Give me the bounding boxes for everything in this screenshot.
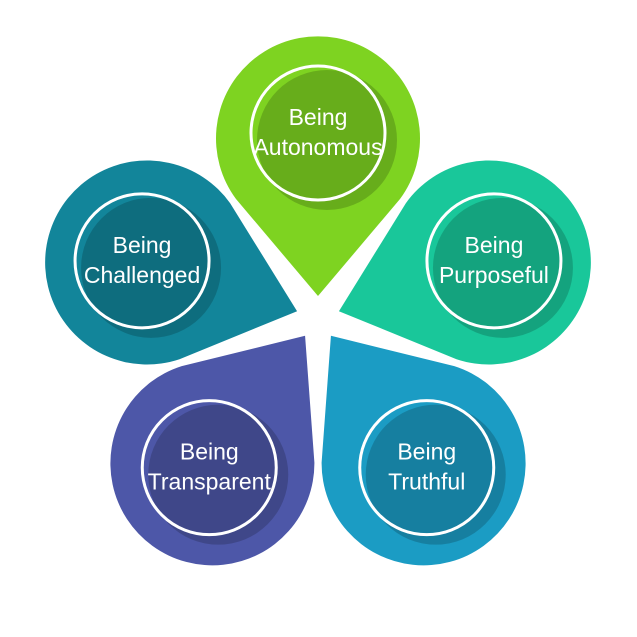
petal-transparent-shadow	[148, 404, 289, 545]
petal-purposeful: Being Purposeful	[338, 160, 591, 365]
petal-challenged-ring	[73, 192, 211, 330]
petal-transparent-ring	[140, 399, 278, 537]
petal-purposeful-line-1: Being	[465, 232, 524, 258]
petal-autonomous-line-2: Autonomous	[253, 134, 382, 160]
petal-challenged: Being Challenged	[45, 160, 298, 365]
petal-autonomous-shadow	[257, 70, 397, 210]
petal-transparent-line-2: Transparent	[148, 469, 272, 495]
petal-challenged-shape	[45, 160, 298, 365]
petal-purposeful-ring	[425, 192, 563, 330]
petal-truthful-line-2: Truthful	[388, 469, 465, 495]
petal-autonomous-shape	[216, 36, 420, 296]
petal-challenged-line-2: Challenged	[84, 262, 200, 288]
petal-purposeful-line-2: Purposeful	[439, 262, 549, 288]
petal-autonomous: Being Autonomous	[216, 36, 420, 296]
petal-autonomous-line-1: Being	[289, 104, 348, 130]
petal-challenged-line-1: Being	[113, 232, 172, 258]
petal-truthful-ring	[358, 399, 496, 537]
petal-truthful: Being Truthful	[321, 335, 526, 566]
petal-transparent: Being Transparent	[110, 335, 315, 566]
petal-truthful-shadow	[365, 404, 506, 545]
petal-autonomous-ring	[249, 64, 387, 202]
petal-challenged-shadow	[81, 197, 222, 338]
petal-truthful-line-1: Being	[397, 439, 456, 465]
petal-transparent-line-1: Being	[180, 439, 239, 465]
petal-purposeful-shape	[338, 160, 591, 365]
petal-purposeful-shadow	[432, 197, 573, 338]
